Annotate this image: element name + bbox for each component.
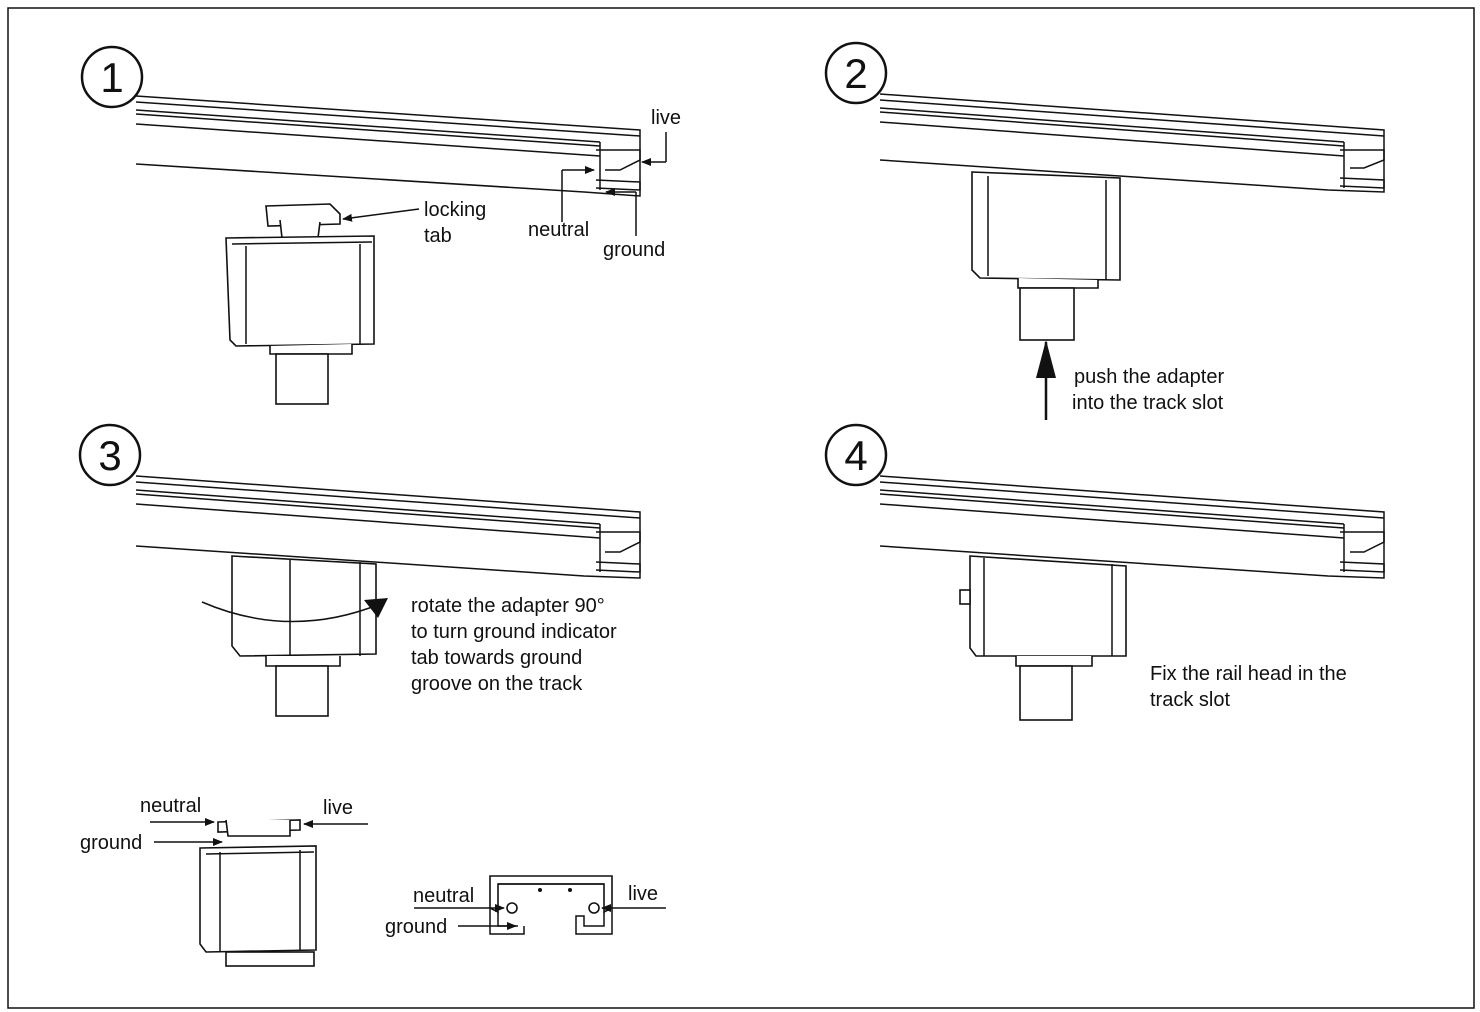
rotate-label-3: tab towards ground	[411, 647, 582, 669]
track-rail-3	[135, 475, 641, 579]
track-rail-2	[879, 93, 1385, 193]
step-1-number: 1	[100, 54, 123, 101]
push-label-1: push the adapter	[1074, 366, 1224, 388]
step-3-circle	[78, 423, 142, 487]
step-2: 2 push the adapter into the track slot	[824, 41, 1385, 420]
track-adapter-3	[231, 555, 377, 717]
locking-tab-label: locking	[424, 199, 486, 221]
adapter-detail: neutral live ground	[80, 795, 368, 967]
track-adapter-1	[225, 203, 375, 405]
section-live-label: live	[628, 883, 658, 905]
step-4-number: 4	[844, 432, 867, 479]
rotate-label-2: to turn ground indicator	[411, 621, 617, 643]
push-arrow-head	[1036, 340, 1056, 378]
rotate-label-4: groove on the track	[411, 673, 583, 695]
step-2-circle	[824, 41, 888, 105]
step-1-circle	[80, 45, 144, 109]
detail-live-label: live	[323, 797, 353, 819]
detail-neutral-label: neutral	[140, 795, 201, 817]
fix-label-2: track slot	[1150, 689, 1230, 711]
step-2-number: 2	[844, 50, 867, 97]
fix-label-1: Fix the rail head in the	[1150, 663, 1347, 685]
rotate-arrow-head	[364, 598, 388, 618]
live-label-1: live	[651, 107, 681, 129]
track-rail-1	[135, 95, 641, 197]
ground-label-1: ground	[603, 239, 665, 261]
step-3-number: 3	[98, 432, 121, 479]
track-section-detail: neutral live ground	[385, 875, 666, 938]
track-adapter-4	[959, 555, 1127, 721]
rotate-arrow	[201, 601, 381, 623]
track-rail-4	[879, 475, 1385, 579]
detail-ground-label: ground	[80, 832, 142, 854]
locking-tab-pointer	[342, 208, 420, 222]
section-neutral-label: neutral	[413, 885, 474, 907]
step-1: 1 locking tab live	[80, 45, 681, 405]
step-3: 3 rotate the adapter 90° to turn ground …	[78, 423, 641, 717]
section-ground-label: ground	[385, 916, 447, 938]
push-label-2: into the track slot	[1072, 392, 1224, 414]
locking-tab-label-2: tab	[424, 225, 452, 247]
track-adapter-2	[971, 171, 1121, 341]
neutral-label-1: neutral	[528, 219, 589, 241]
rotate-label-1: rotate the adapter 90°	[411, 595, 605, 617]
step-4-circle	[824, 423, 888, 487]
step-4: 4 Fix the rail head in the track slot	[824, 423, 1385, 721]
page-border	[7, 7, 1475, 1009]
